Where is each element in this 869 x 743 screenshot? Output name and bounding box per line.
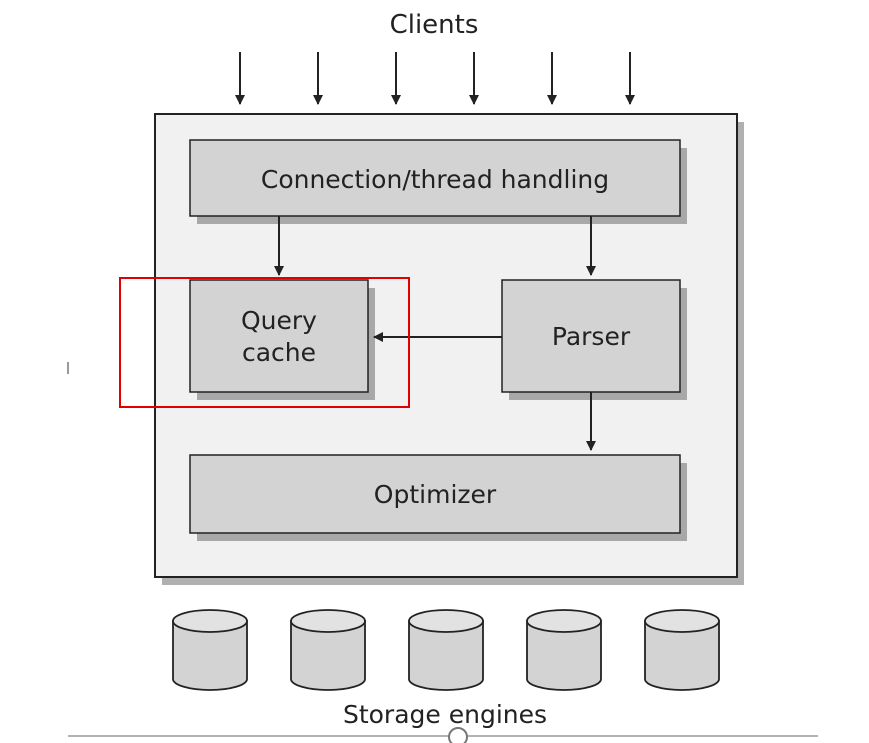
storage-engines-label: Storage engines	[343, 700, 547, 729]
storage-engine-cylinder	[172, 609, 248, 691]
client-arrows	[235, 52, 635, 105]
connection-label: Connection/thread handling	[261, 165, 609, 194]
storage-engine-cylinder	[644, 609, 720, 691]
parser-label: Parser	[552, 322, 631, 351]
query-cache-box: Query cache	[189, 279, 375, 400]
clients-label: Clients	[390, 10, 479, 40]
parser-box: Parser	[501, 279, 687, 400]
storage-engine-cylinder	[408, 609, 484, 691]
query-cache-highlight	[119, 277, 410, 408]
storage-engine-cylinder	[526, 609, 602, 691]
storage-engines	[172, 609, 720, 691]
optimizer-label: Optimizer	[374, 480, 497, 509]
connection-thread-handling-box: Connection/thread handling	[189, 139, 687, 224]
internal-arrows	[274, 216, 596, 451]
query-cache-line-1: Query	[241, 306, 317, 335]
query-cache-line-2: cache	[242, 338, 316, 367]
canvas-guide	[67, 362, 818, 743]
resize-handle	[448, 727, 468, 743]
storage-engine-cylinder	[290, 609, 366, 691]
optimizer-box: Optimizer	[189, 454, 687, 541]
